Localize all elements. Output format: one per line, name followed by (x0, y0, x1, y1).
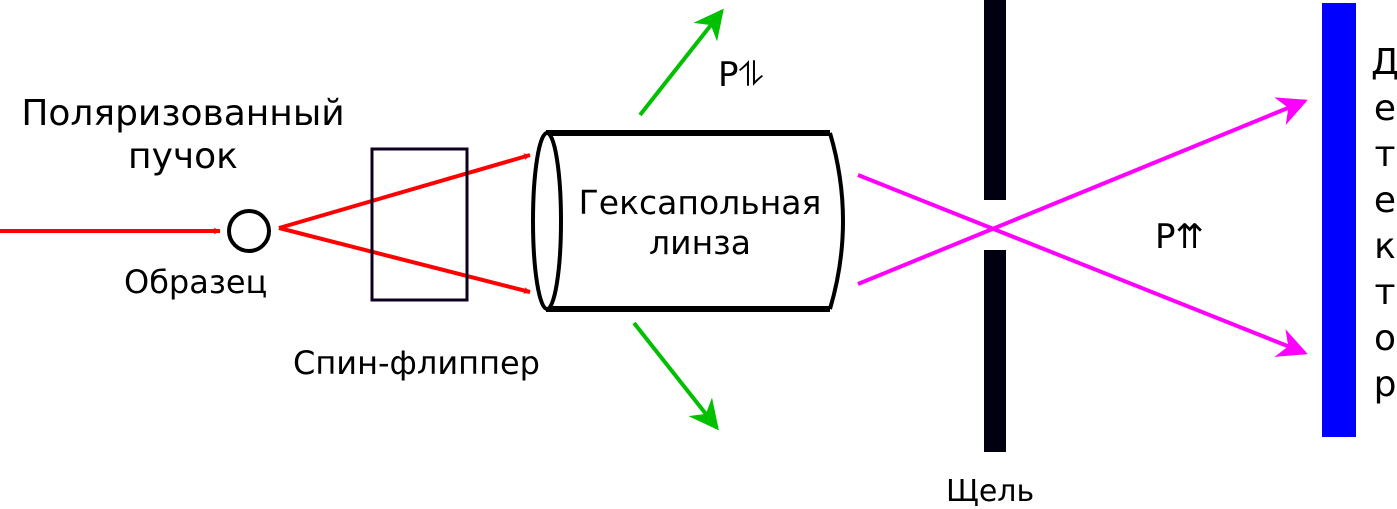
slit-label: Щель (946, 474, 1035, 509)
split-beam-lower (278, 226, 531, 294)
deflected-beam-down (632, 321, 719, 431)
polarized-beam-label-line1: Поляризованный (21, 93, 345, 134)
polarization-flipped-label: P⥮ (718, 55, 764, 95)
polarized-beam-label: Поляризованный пучок (0, 92, 366, 178)
focused-beam-b (857, 97, 1308, 286)
sample-circle (227, 209, 271, 253)
detector-label-letter: о (1373, 318, 1397, 359)
slit-lower-jaw (984, 250, 1006, 452)
detector-label-letter: Д (1370, 42, 1397, 83)
detector-label-letter: е (1373, 180, 1397, 221)
polarized-beam-label-line2: пучок (128, 136, 238, 178)
slit-upper-jaw (984, 0, 1006, 200)
deflected-beam-up (638, 8, 724, 117)
detector-label-letter: е (1373, 88, 1397, 129)
focused-beam-a (857, 173, 1308, 357)
detector-label-letter: т (1374, 134, 1396, 175)
spin-flipper-box (370, 147, 469, 302)
lens-back-face (828, 132, 845, 310)
polarization-parallel-label: P⇈ (1155, 217, 1204, 257)
spin-flipper-label: Спин-флиппер (293, 344, 540, 382)
hexapole-lens-label-line1: Гексапольная (578, 183, 822, 222)
lens-front-face (531, 131, 563, 311)
detector-bar (1322, 3, 1356, 437)
split-beam-upper (278, 153, 531, 230)
detector-label-letter: т (1374, 272, 1396, 313)
detector-label-letter: р (1373, 364, 1397, 405)
sample-label: Образец (124, 263, 268, 301)
hexapole-lens-label: Гексапольная линза (560, 183, 840, 262)
detector-label-letter: к (1374, 226, 1396, 267)
hexapole-lens-label-line2: линза (649, 222, 751, 262)
